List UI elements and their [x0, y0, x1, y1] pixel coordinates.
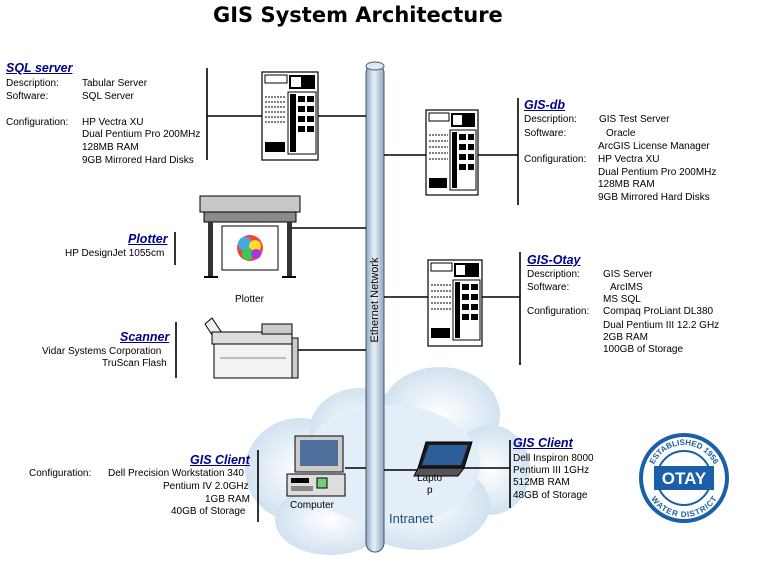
gis-db-config-line: HP Vectra XU	[598, 154, 660, 165]
gis-client-left-config-line: Dell Precision Workstation 340	[108, 468, 244, 479]
gis-otay-config-label: Configuration:	[527, 306, 590, 317]
gis-client-left-config-line: 40GB of Storage	[171, 506, 246, 517]
gis-otay-desc-value: GIS Server	[603, 269, 653, 280]
laptop-caption: Lapto	[417, 473, 443, 484]
network-label: Ethernet Network	[369, 257, 381, 343]
plotter-icon	[199, 195, 301, 278]
gis-otay-config-line: Dual Pentium III 12.2 GHz	[603, 320, 720, 331]
gis-db-config-line: 9GB Mirrored Hard Disks	[598, 192, 710, 203]
gis-db-config-line: Dual Pentium Pro 200MHz	[598, 167, 717, 178]
otay-logo: ESTABLISHED 1956 WATER DISTRICT OTAY	[639, 433, 729, 523]
sql-config-label: Configuration:	[6, 117, 69, 128]
scanner-line: Vidar Systems Corporation	[42, 346, 162, 357]
gis-otay-soft-line: ArcIMS	[610, 282, 643, 293]
gis-otay-desc-label: Description:	[527, 269, 580, 280]
gis-client-right-line: Pentium III 1GHz	[513, 465, 590, 476]
computer-icon	[286, 435, 346, 497]
scanner-heading: Scanner	[120, 330, 170, 344]
gis-client-right-line: 48GB of Storage	[513, 490, 588, 501]
sql-config-line: HP Vectra XU	[82, 117, 144, 128]
gis-client-left-config-label: Configuration:	[29, 468, 92, 479]
sql-desc-label: Description:	[6, 78, 59, 89]
gis-otay-soft-line: MS SQL	[603, 294, 641, 305]
gis-otay-config-line: 2GB RAM	[603, 332, 649, 343]
gis-otay-server-tower-icon	[427, 259, 483, 347]
scanner-icon	[204, 317, 299, 379]
gis-db-soft-line: ArcGIS License Manager	[598, 141, 710, 152]
plotter-model: HP DesignJet 1055cm	[65, 248, 165, 259]
gis-db-heading: GIS-db	[524, 98, 565, 112]
gis-db-config-label: Configuration:	[524, 154, 587, 165]
gis-db-server-tower-icon	[425, 109, 479, 196]
diagram-title: GIS System Architecture	[213, 3, 503, 27]
laptop-caption: p	[427, 485, 433, 496]
sql-desc-value: Tabular Server	[82, 78, 148, 89]
intranet-cloud	[245, 367, 530, 555]
gis-db-desc-value: GIS Test Server	[599, 114, 670, 125]
sql-config-line: 128MB RAM	[82, 142, 139, 153]
gis-db-soft-label: Software:	[524, 128, 567, 139]
connector-lines	[174, 68, 521, 522]
gis-otay-config-line: Compaq ProLiant DL380	[603, 306, 714, 317]
gis-client-left-config-line: 1GB RAM	[205, 494, 251, 505]
gis-client-right-heading: GIS Client	[513, 436, 573, 450]
sql-soft-label: Software:	[6, 91, 49, 102]
gis-otay-soft-label: Software:	[527, 282, 570, 293]
gis-db-config-line: 128MB RAM	[598, 179, 655, 190]
gis-otay-config-line: 100GB of Storage	[603, 344, 684, 355]
gis-client-right-line: Dell Inspiron 8000	[513, 453, 594, 464]
gis-client-right-line: 512MB RAM	[513, 477, 570, 488]
intranet-label: Intranet	[389, 511, 434, 526]
plotter-heading: Plotter	[128, 232, 168, 246]
computer-caption: Computer	[290, 500, 334, 511]
gis-db-soft-line: Oracle	[606, 128, 636, 139]
sql-server-tower-icon	[261, 71, 319, 161]
gis-client-left-config-line: Pentium IV 2.0GHz	[163, 481, 249, 492]
plotter-caption: Plotter	[235, 294, 264, 305]
gis-client-left-heading: GIS Client	[190, 453, 250, 467]
gis-otay-heading: GIS-Otay	[527, 253, 581, 267]
sql-config-line: Dual Pentium Pro 200MHz	[82, 129, 201, 140]
gis-db-desc-label: Description:	[524, 114, 577, 125]
laptop-icon	[413, 441, 473, 477]
sql-config-line: 9GB Mirrored Hard Disks	[82, 155, 194, 166]
ethernet-backbone	[365, 61, 385, 553]
sql-soft-value: SQL Server	[82, 91, 134, 102]
logo-center-text: OTAY	[662, 469, 707, 488]
scanner-line: TruScan Flash	[102, 358, 167, 369]
sql-server-heading: SQL server	[6, 61, 73, 75]
